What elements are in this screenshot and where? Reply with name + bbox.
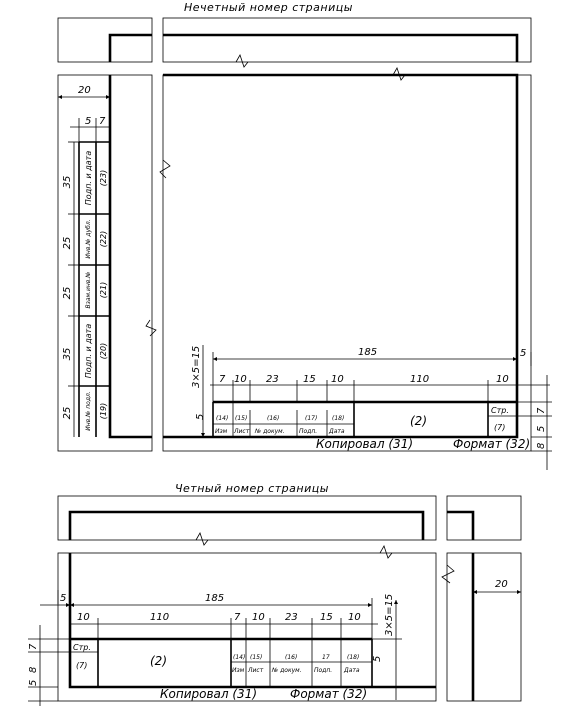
dim-10-a: 10 — [234, 374, 247, 385]
even-title-block: Стр. (7) (2) (14) (15) (16) 17 (18) Изм … — [70, 637, 373, 687]
cell-izm: Изм — [215, 428, 228, 435]
even-dim-110: 110 — [150, 612, 169, 623]
cell-2: (2) — [410, 414, 427, 428]
dim-25-middle: 25 — [62, 287, 73, 300]
cell-17: (17) — [305, 415, 317, 422]
dim-8-bottom: 8 — [536, 443, 547, 449]
even-dim-10-a: 10 — [77, 612, 90, 623]
even-dim-10-c: 10 — [348, 612, 361, 623]
even-cell-str: Стр. — [73, 643, 91, 652]
side-cell-23-number: (23) — [99, 170, 108, 186]
dim-35-upper: 35 — [62, 176, 73, 189]
cell-7: (7) — [494, 423, 505, 432]
even-dim-7-left: 7 — [28, 643, 39, 650]
even-dim-5-left: 5 — [28, 680, 39, 686]
cell-15: (15) — [235, 415, 247, 422]
dim-25-upper: 25 — [62, 237, 73, 250]
odd-title-block: (14) (15) (16) (17) (18) Изм Лист № доку… — [212, 400, 517, 437]
even-cell-data: Дата — [343, 667, 360, 674]
even-title-dimensions: 5 185 10 110 7 10 23 15 10 3×5=15 5 7 5 … — [28, 590, 402, 706]
even-top-strip — [57, 495, 522, 546]
side-cell-21-label: Взам.инв.№ — [85, 272, 92, 309]
cell-14: (14) — [216, 415, 228, 422]
side-cell-19-number: (19) — [99, 403, 108, 419]
even-dim-20: 20 — [495, 579, 508, 590]
even-cell-15: (15) — [250, 654, 262, 661]
dim-23: 23 — [266, 374, 279, 385]
dim-25-lower: 25 — [62, 407, 73, 420]
odd-copied-by: Копировал (31) — [316, 437, 413, 451]
even-cell-2: (2) — [150, 654, 167, 668]
dim-35-lower: 35 — [62, 348, 73, 361]
odd-side-strip — [57, 74, 157, 452]
even-copied-by: Копировал (31) — [160, 687, 257, 701]
even-cell-7: (7) — [76, 661, 87, 670]
odd-title-dimensions: 185 5 7 10 23 15 10 110 10 3×5=15 5 7 5 … — [191, 345, 552, 470]
even-cell-18: (18) — [347, 654, 359, 661]
even-cell-17: 17 — [322, 654, 330, 661]
dim-10-c: 10 — [496, 374, 509, 385]
dim-185: 185 — [358, 347, 377, 358]
dim-110: 110 — [410, 374, 429, 385]
cell-16: (16) — [267, 415, 279, 422]
even-dim-5-right: 5 — [372, 656, 383, 662]
odd-side-dimensions: 20 5 7 35 25 25 35 25 — [58, 85, 110, 437]
side-cell-20-label: Подп. и дата — [84, 324, 93, 379]
dim-7: 7 — [99, 116, 106, 127]
side-cell-19-label: Инв.№ подл. — [85, 391, 92, 431]
cell-str: Стр. — [491, 406, 509, 415]
cell-data: Дата — [328, 428, 345, 435]
even-dim-7: 7 — [234, 612, 241, 623]
even-cell-podp: Подп. — [314, 667, 332, 674]
odd-main-sheet — [159, 67, 532, 452]
even-dim-5: 5 — [60, 593, 66, 604]
cell-18: (18) — [332, 415, 344, 422]
even-page-heading: Четный номер страницы — [175, 482, 329, 495]
odd-page-heading: Нечетный номер страницы — [184, 1, 353, 14]
even-dim-23: 23 — [285, 612, 298, 623]
even-side-strip: 20 — [441, 552, 522, 702]
dim-10-b: 10 — [331, 374, 344, 385]
even-cell-14: (14) — [233, 654, 245, 661]
dim-5-bottom: 5 — [536, 426, 547, 432]
even-dim-15: 15 — [320, 612, 333, 623]
side-cell-22-number: (22) — [99, 231, 108, 247]
even-cell-16: (16) — [285, 654, 297, 661]
cell-podp: Подп. — [299, 428, 317, 435]
side-cell-20-number: (20) — [99, 343, 108, 359]
dim-3x5: 3×5=15 — [191, 346, 202, 388]
dim-5-right: 5 — [520, 348, 526, 359]
side-cell-23-label: Подп. и дата — [84, 151, 93, 206]
cell-list: Лист — [233, 428, 250, 435]
dim-20: 20 — [78, 85, 91, 96]
even-main-sheet — [57, 545, 437, 702]
odd-side-cell-texts: Подп. и дата (23) Инв.№ дубл. (22) Взам.… — [84, 151, 108, 431]
side-cell-21-number: (21) — [99, 282, 108, 298]
even-format: Формат (32) — [290, 687, 367, 701]
even-dim-8-left: 8 — [28, 667, 39, 673]
even-dim-10-b: 10 — [252, 612, 265, 623]
dim-15: 15 — [303, 374, 316, 385]
odd-top-strip — [57, 17, 532, 68]
even-cell-list: Лист — [247, 667, 264, 674]
dim-7-right: 7 — [536, 407, 547, 414]
even-dim-3x5: 3×5=15 — [384, 594, 395, 636]
dim-7-col: 7 — [219, 374, 226, 385]
dim-5-left: 5 — [195, 414, 206, 420]
odd-format: Формат (32) — [453, 437, 530, 451]
cell-nodoc: № докум. — [254, 428, 285, 435]
even-dim-185: 185 — [205, 593, 224, 604]
even-cell-nodoc: № докум. — [271, 667, 302, 674]
even-cell-izm: Изм — [232, 667, 245, 674]
dim-5: 5 — [85, 116, 91, 127]
side-cell-22-label: Инв.№ дубл. — [85, 219, 92, 258]
